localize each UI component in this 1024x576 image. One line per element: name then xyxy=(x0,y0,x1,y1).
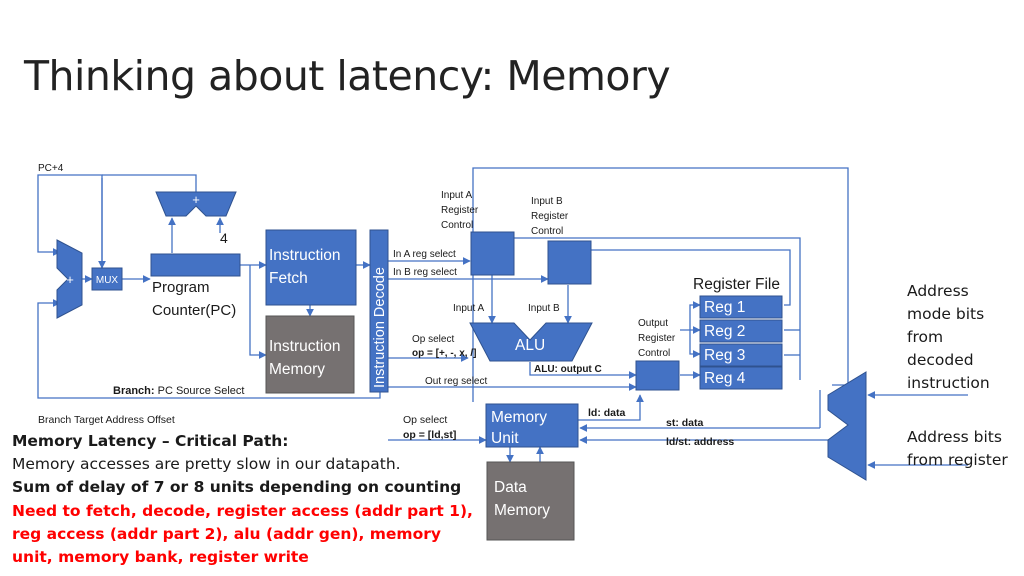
alu-block xyxy=(469,322,593,362)
instruction-fetch-block xyxy=(265,229,357,306)
address-mode-bits-line-2: mode bits xyxy=(907,305,985,323)
wires xyxy=(37,167,968,469)
address-mode-bits-line-4: decoded xyxy=(907,351,974,369)
op-alu-values-label: op = [+, -, x, /] xyxy=(412,348,476,359)
mux-box xyxy=(91,267,123,291)
adder-symbol: + xyxy=(192,192,200,207)
output-control-label-3: Control xyxy=(638,348,670,359)
instruction-memory-label-2: Memory xyxy=(269,361,325,378)
ld-data-label: ld: data xyxy=(588,407,625,419)
register-4-label: Reg 4 xyxy=(704,370,746,387)
instruction-fetch-label-1: Instruction xyxy=(269,247,341,264)
alu-output-c-label: ALU: output C xyxy=(534,364,602,375)
input-b-register-control-block xyxy=(547,240,592,285)
alu-label: ALU xyxy=(515,337,545,354)
address-bits-line-1: Address bits xyxy=(907,428,1002,446)
address-mode-bits-line-3: from xyxy=(907,328,944,346)
critical-path-line-2: reg access (addr part 2), alu (addr gen)… xyxy=(12,524,441,543)
input-b-control-label-1: Input B xyxy=(531,196,563,207)
output-register-control-block xyxy=(635,360,680,391)
data-memory-label-2: Memory xyxy=(494,502,550,519)
input-a-control-label-3: Control xyxy=(441,220,473,231)
op-select-alu-label: Op select xyxy=(412,334,454,345)
notes-line-2: Memory accesses are pretty slow in our d… xyxy=(12,455,401,474)
op-mem-values-label: op = [ld,st] xyxy=(403,429,456,441)
critical-path-line-3: unit, memory bank, register write xyxy=(12,548,309,567)
instruction-decode-block xyxy=(369,229,389,393)
ld-st-address-label: ld/st: address xyxy=(666,436,734,448)
instruction-fetch-label-2: Fetch xyxy=(269,270,308,287)
register-3-label: Reg 3 xyxy=(704,347,745,364)
input-b-control-label-3: Control xyxy=(531,226,563,237)
instruction-memory-block xyxy=(265,315,355,394)
program-counter-label-2: Counter(PC) xyxy=(152,302,236,319)
input-a-control-label-1: Input A xyxy=(441,190,472,201)
in-a-reg-select-label: In A reg select xyxy=(393,249,456,260)
input-a-label: Input A xyxy=(453,303,484,314)
op-select-mem-label: Op select xyxy=(403,414,447,426)
mux-plus-symbol: + xyxy=(66,272,74,287)
input-b-label: Input B xyxy=(528,303,560,314)
address-mode-bits-note: Address mode bits from decoded instructi… xyxy=(907,280,990,395)
register-4-block xyxy=(699,366,783,390)
register-file-label: Register File xyxy=(693,276,780,293)
address-mode-bits-line-1: Address xyxy=(907,282,969,300)
mux-label: MUX xyxy=(96,275,119,286)
constant-four-label: 4 xyxy=(220,230,228,246)
memory-unit-block xyxy=(485,403,579,448)
data-memory-block xyxy=(486,461,575,541)
address-bits-note: Address bits from register xyxy=(907,426,1008,472)
notes-heading: Memory Latency – Critical Path: xyxy=(12,432,289,450)
memory-unit-label-1: Memory xyxy=(491,409,547,426)
branch-select-label: Branch: PC Source Select xyxy=(113,385,244,397)
in-b-reg-select-label: In B reg select xyxy=(393,267,457,278)
critical-path-line-1: Need to fetch, decode, register access (… xyxy=(12,501,473,520)
address-mux xyxy=(827,371,867,481)
program-counter-block xyxy=(150,253,241,277)
input-a-control-label-2: Register xyxy=(441,205,479,216)
input-a-register-control-block xyxy=(470,231,515,276)
register-3-block xyxy=(699,343,783,367)
register-2-block xyxy=(699,319,783,343)
instruction-decode-label: Instruction Decode xyxy=(372,267,388,388)
data-memory-label-1: Data xyxy=(494,479,527,496)
pc-adder xyxy=(155,191,237,217)
notes-line-3: Sum of delay of 7 or 8 units depending o… xyxy=(12,478,462,497)
register-2-label: Reg 2 xyxy=(704,323,745,340)
output-control-label-2: Register xyxy=(638,333,676,344)
program-counter-label-1: Program xyxy=(152,279,210,296)
output-control-label-1: Output xyxy=(638,318,668,329)
slide-title: Thinking about latency: Memory xyxy=(24,52,671,100)
branch-target-offset-label: Branch Target Address Offset xyxy=(38,414,175,426)
out-reg-select-label: Out reg select xyxy=(425,376,487,387)
instruction-memory-label-1: Instruction xyxy=(269,338,341,355)
latency-notes: Memory Latency – Critical Path: Memory a… xyxy=(12,430,473,569)
pc-source-mux xyxy=(56,239,83,319)
register-1-block xyxy=(699,295,783,319)
pc-plus4-label: PC+4 xyxy=(38,163,64,174)
address-mode-bits-line-5: instruction xyxy=(907,374,990,392)
input-b-control-label-2: Register xyxy=(531,211,569,222)
address-bits-line-2: from register xyxy=(907,451,1008,469)
st-data-label: st: data xyxy=(666,417,704,429)
register-1-label: Reg 1 xyxy=(704,299,745,316)
memory-unit-label-2: Unit xyxy=(491,430,519,447)
